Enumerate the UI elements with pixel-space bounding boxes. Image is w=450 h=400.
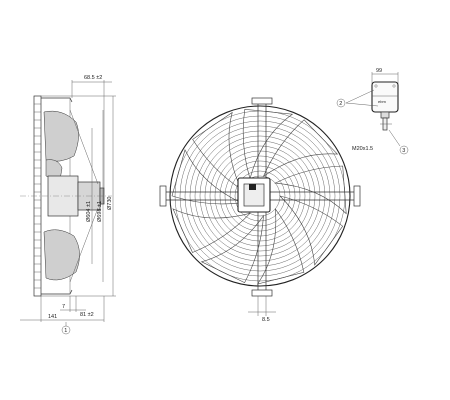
dim-bottom-7-label: 7 — [62, 304, 65, 310]
diameter-dimension-lines — [41, 95, 116, 297]
blade-side-bottom — [43, 229, 80, 281]
terminal-box-detail: 99 ebm 2 M20x1.5 3 — [336, 68, 409, 155]
impeller-blade — [242, 108, 294, 180]
impeller-blades — [171, 108, 347, 285]
impeller-blade — [200, 214, 264, 283]
dim-front-bottom-label: 8.5 — [262, 317, 270, 323]
callout-1-label: 1 — [64, 328, 67, 334]
guard-ring — [194, 130, 326, 262]
dim-dia-inner-label: Ø604 ±1 — [86, 201, 92, 222]
hub-label-plate — [249, 184, 256, 190]
dim-bottom-81-label: 81 ±2 — [80, 312, 94, 318]
impeller-blade — [262, 119, 339, 178]
side-view: 68.5 ±2 Ø604 ±1 Ø698 ±1 Ø730 7 81 ±2 141… — [20, 75, 116, 335]
callout-3-label: 3 — [402, 148, 405, 154]
blade-side-top — [43, 110, 79, 162]
cable-gland-size-label: M20x1.5 — [352, 146, 373, 152]
impeller-blade — [192, 111, 242, 191]
dim-width-label: 99 — [376, 68, 382, 74]
guard-ring — [199, 135, 321, 257]
guard-ring — [229, 165, 291, 227]
guard-ring — [184, 120, 336, 272]
impeller-blade — [256, 207, 305, 285]
guard-ring — [224, 160, 296, 232]
dim-dia-guard-label: Ø730 — [107, 197, 113, 210]
guard-ring — [204, 140, 316, 252]
terminal-box-body — [371, 81, 399, 113]
dim-top-right-label: 68.5 ±2 — [84, 75, 102, 81]
terminal-box-logo: ebm — [378, 99, 386, 104]
impeller-blade — [172, 208, 251, 253]
cable-gland-nut — [380, 111, 390, 119]
guard-wires-side — [34, 103, 41, 289]
callout-1-circle — [61, 325, 71, 335]
screw-icon — [392, 84, 396, 88]
guard-ring — [169, 105, 351, 287]
callout-3-circle — [399, 145, 409, 155]
mount-foot-right — [353, 185, 361, 207]
mount-foot-left — [159, 185, 167, 207]
mount-foot-bottom — [251, 289, 273, 297]
motor-side — [47, 175, 79, 217]
front-view: 8.5 — [159, 97, 361, 323]
mount-foot-top — [251, 97, 273, 105]
guard-ring — [209, 145, 311, 247]
impeller-blade — [171, 149, 243, 205]
guard-ring — [189, 125, 331, 267]
dim-bottom-141-label: 141 — [48, 314, 57, 320]
guard-ring — [234, 170, 286, 222]
impeller-blade — [274, 165, 347, 215]
callout-2-label: 2 — [339, 101, 342, 107]
impeller-blade — [279, 195, 344, 266]
dim-dia-outer-label: Ø698 ±1 — [97, 201, 103, 222]
screw-icon — [374, 84, 378, 88]
guard-rings — [169, 105, 351, 287]
strut-side — [69, 109, 99, 283]
callout-2-circle — [336, 98, 346, 108]
guard-ring — [219, 155, 301, 237]
guard-ring — [179, 115, 341, 277]
